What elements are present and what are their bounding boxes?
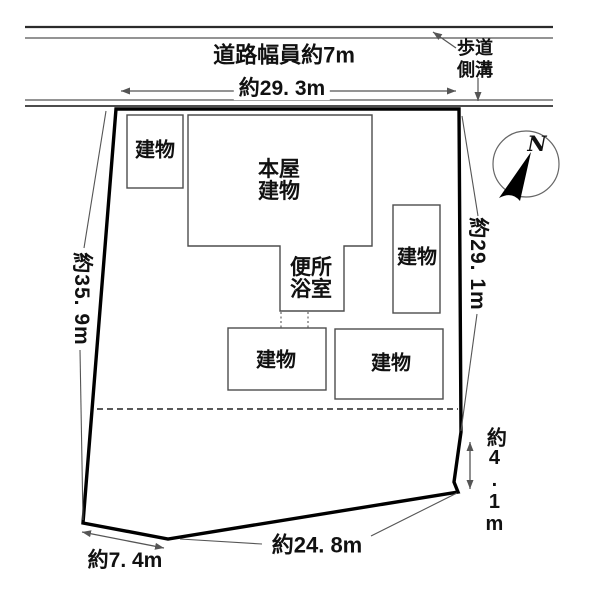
building-label-bottom-right: 建物 — [371, 352, 411, 375]
building-outline-right — [392, 204, 441, 314]
leader-right-lower — [460, 313, 478, 432]
annex-label: 便所浴室 — [290, 257, 332, 301]
road-width-label: 道路幅員約7m — [213, 42, 355, 68]
building-label-bottom-left: 建物 — [256, 349, 296, 372]
plot-boundary — [81, 107, 463, 541]
dim-left-side-label: 約35. 9m — [69, 252, 93, 346]
leader-left-upper — [83, 110, 107, 249]
building-outline-top-left — [126, 114, 184, 189]
dim-frontage-label: 約29. 3m — [233, 78, 331, 100]
main-building-outline — [187, 114, 373, 312]
main-building-label: 本屋建物 — [258, 159, 300, 203]
leader-bottom-left — [179, 538, 263, 545]
main-building-label-line2: 建物 — [258, 180, 300, 203]
dim-bottom-left-label: 約7. 4m — [87, 549, 163, 573]
leader-bottom-right — [370, 492, 458, 537]
leader-left-lower — [79, 349, 84, 521]
main-building-label-line1: 本屋 — [258, 158, 300, 182]
dim-right-lower-label: 約4.1m — [483, 427, 506, 535]
building-outline-bottom-left — [227, 327, 327, 391]
compass-north-needle-icon — [499, 152, 531, 201]
sidewalk-label: 歩道 — [457, 38, 493, 58]
building-label-top-left: 建物 — [135, 139, 175, 162]
dim-arrow-bottom-left — [81, 530, 165, 550]
sidewalk-pointer-arrow — [432, 31, 457, 49]
compass-north-label: N — [527, 131, 547, 157]
building-outline-bottom-right — [334, 328, 444, 400]
building-label-right: 建物 — [397, 246, 437, 269]
leader-right-upper — [461, 115, 479, 217]
gutter-label: 側溝 — [457, 60, 493, 80]
annex-label-line2: 浴室 — [290, 278, 332, 301]
dim-bottom-label: 約24. 8m — [271, 532, 363, 558]
annex-label-line1: 便所 — [290, 256, 332, 280]
dim-right-side-label: 約29. 1m — [465, 217, 489, 311]
